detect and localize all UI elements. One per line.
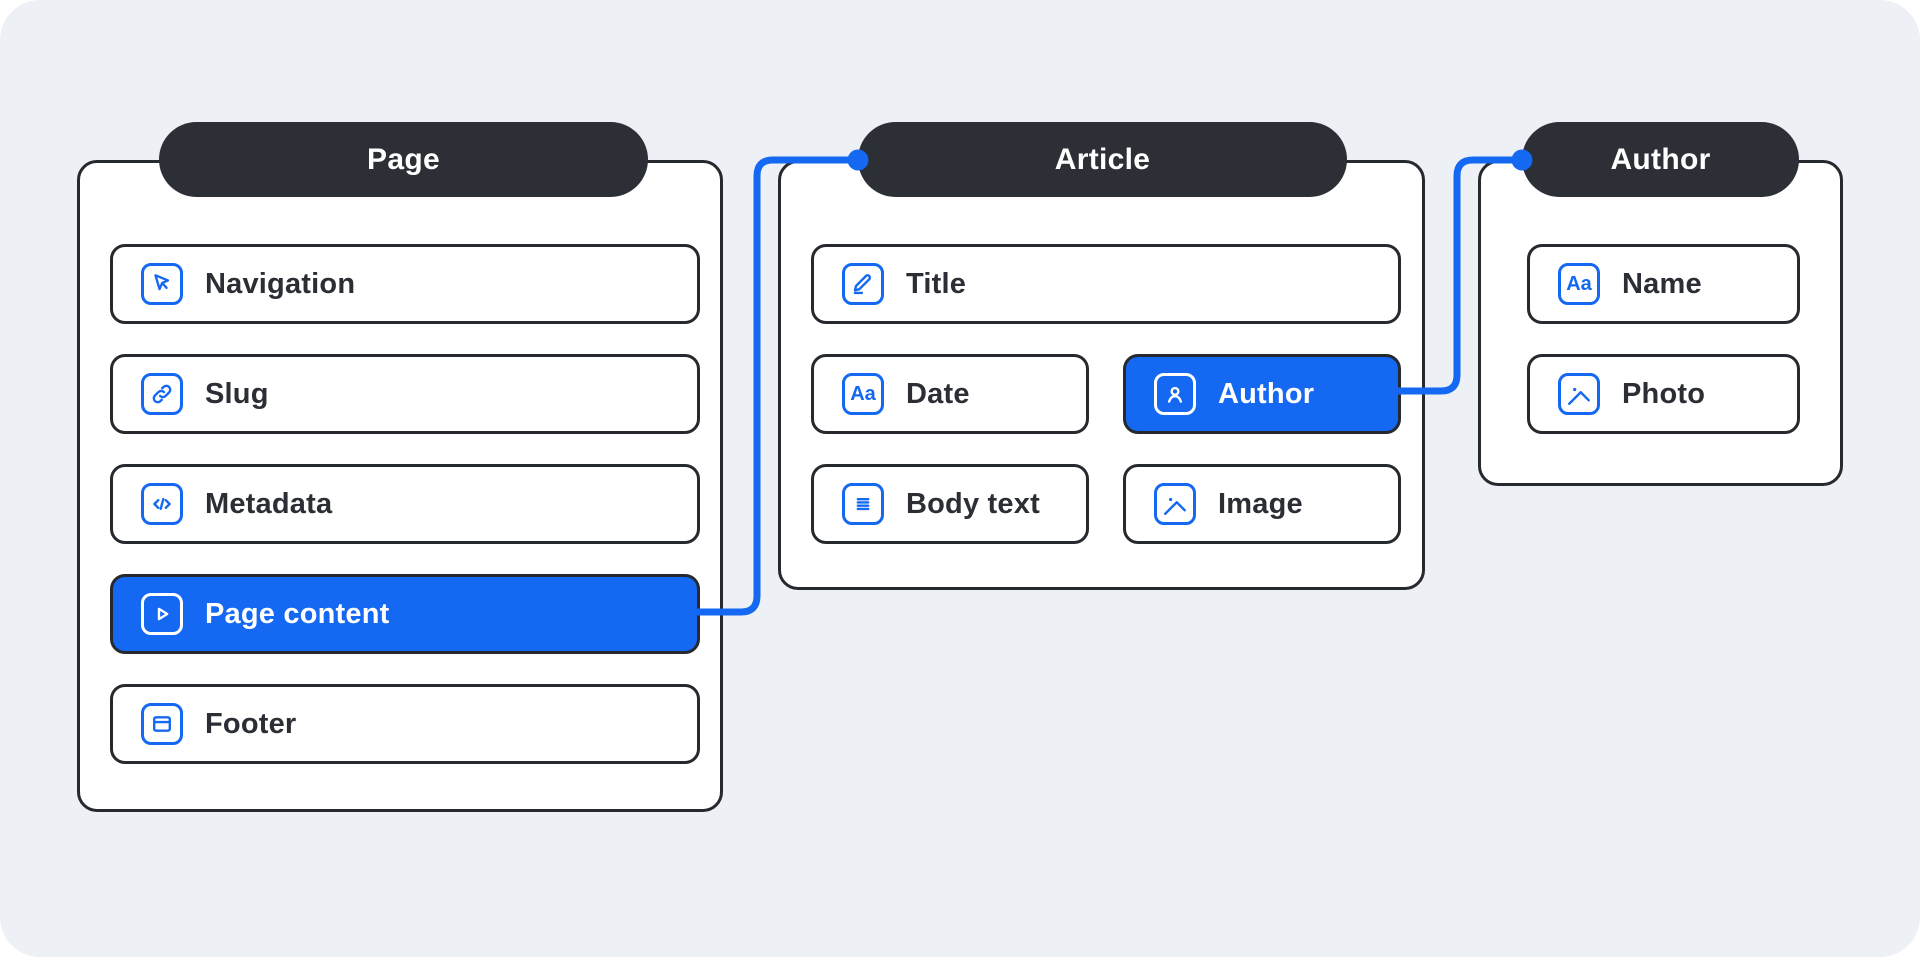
field-item-footer[interactable]: Footer [110,684,700,764]
author-card: Aa Name Photo [1478,160,1843,486]
field-label: Body text [906,487,1040,520]
text-style-glyph: Aa [1566,273,1592,295]
text-lines-icon [842,483,884,525]
field-label: Image [1218,487,1303,520]
field-item-date[interactable]: Aa Date [811,354,1089,434]
field-label: Metadata [205,487,333,520]
field-label: Navigation [205,267,356,300]
field-item-name[interactable]: Aa Name [1527,244,1800,324]
field-label: Page content [205,597,390,630]
image-icon [1154,483,1196,525]
field-label: Name [1622,267,1702,300]
text-style-glyph: Aa [850,383,876,405]
page-card: Navigation Slug Metadata [77,160,723,812]
field-item-metadata[interactable]: Metadata [110,464,700,544]
article-card: Title Aa Date Author Body text [778,160,1425,590]
field-label: Date [906,377,970,410]
field-item-author[interactable]: Author [1123,354,1401,434]
pencil-icon [842,263,884,305]
field-label: Photo [1622,377,1706,410]
field-item-photo[interactable]: Photo [1527,354,1800,434]
image-icon [1558,373,1600,415]
link-icon [141,373,183,415]
field-item-slug[interactable]: Slug [110,354,700,434]
play-icon [141,593,183,635]
field-item-title[interactable]: Title [811,244,1401,324]
cursor-icon [141,263,183,305]
card-title: Article [1054,142,1151,176]
field-label: Title [906,267,967,300]
field-label: Author [1218,377,1315,410]
page-card-title-pill[interactable]: Page [159,122,648,197]
window-icon [141,703,183,745]
person-icon [1154,373,1196,415]
field-label: Footer [205,707,297,740]
field-item-image[interactable]: Image [1123,464,1401,544]
author-card-title-pill[interactable]: Author [1522,122,1799,197]
text-style-icon: Aa [1558,263,1600,305]
field-item-body-text[interactable]: Body text [811,464,1089,544]
card-title: Author [1610,142,1711,176]
code-icon [141,483,183,525]
field-item-navigation[interactable]: Navigation [110,244,700,324]
article-card-title-pill[interactable]: Article [858,122,1347,197]
card-title: Page [367,142,440,176]
field-item-page-content[interactable]: Page content [110,574,700,654]
field-label: Slug [205,377,269,410]
text-style-icon: Aa [842,373,884,415]
